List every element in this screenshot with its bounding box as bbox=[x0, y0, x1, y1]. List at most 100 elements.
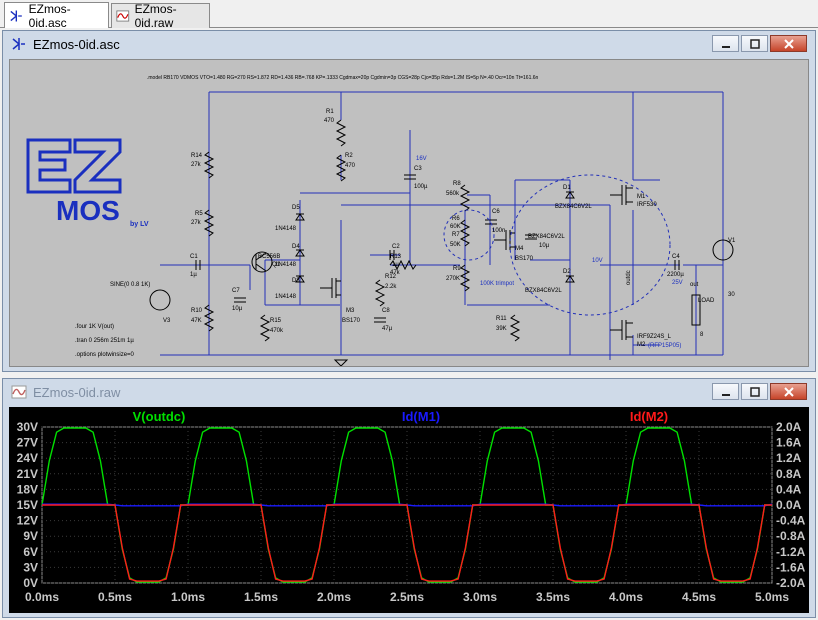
load-value[interactable]: 8 bbox=[700, 332, 704, 338]
d5-value[interactable]: 1N4148 bbox=[275, 226, 297, 232]
dz-value[interactable]: BZX84C6V2L bbox=[528, 234, 565, 240]
q1-transistor[interactable] bbox=[251, 251, 273, 273]
c6-label[interactable]: C6 bbox=[492, 209, 500, 215]
m3-label[interactable]: M3 bbox=[346, 308, 355, 314]
d1-label[interactable]: D1 bbox=[563, 185, 571, 191]
v3-sine[interactable]: SINE(0 0.8 1K) bbox=[110, 282, 150, 288]
d2-diode[interactable] bbox=[565, 275, 575, 283]
c8-capacitor[interactable] bbox=[374, 317, 386, 323]
c1-label[interactable]: C1 bbox=[190, 254, 198, 260]
c8-value[interactable]: 47µ bbox=[382, 326, 393, 332]
m3-value[interactable]: BS170 bbox=[342, 318, 361, 324]
r2-resistor[interactable] bbox=[335, 154, 347, 182]
r1-value[interactable]: 470 bbox=[324, 118, 335, 124]
v1-label[interactable]: V1 bbox=[728, 238, 736, 244]
four-directive[interactable]: .four 1K V(out) bbox=[75, 324, 114, 330]
r2-label[interactable]: R2 bbox=[345, 153, 353, 159]
r13-value[interactable]: 47k bbox=[390, 270, 401, 276]
r9-resistor[interactable] bbox=[459, 264, 471, 292]
d4-diode[interactable] bbox=[295, 249, 305, 257]
r6-value[interactable]: 60K bbox=[450, 224, 461, 230]
r14-resistor[interactable] bbox=[203, 151, 215, 179]
c3-label[interactable]: C3 bbox=[414, 166, 422, 172]
c4-value[interactable]: 2200µ bbox=[667, 272, 684, 278]
r9-label[interactable]: R9 bbox=[453, 266, 461, 272]
c6-value[interactable]: 100n bbox=[492, 228, 505, 234]
r12-value[interactable]: 2.2k bbox=[385, 284, 397, 290]
r15-resistor[interactable] bbox=[259, 314, 271, 342]
schematic-drawing[interactable]: .model RB170 VDMOS VTO=1.480 RG=270 RS=1… bbox=[10, 60, 810, 367]
c7-value[interactable]: 10µ bbox=[232, 306, 243, 312]
m2-alt[interactable]: (RFP15P05) bbox=[648, 343, 681, 349]
load-label[interactable]: LOAD bbox=[698, 298, 715, 304]
r8-value[interactable]: 560k bbox=[446, 191, 460, 197]
r2-value[interactable]: 470 bbox=[345, 163, 356, 169]
c5-capacitor[interactable] bbox=[525, 234, 537, 240]
m1-mosfet[interactable] bbox=[610, 185, 633, 205]
r12-label[interactable]: R12 bbox=[385, 274, 397, 280]
r1-label[interactable]: R1 bbox=[326, 109, 334, 115]
m1-value[interactable]: IRF530 bbox=[637, 202, 657, 208]
m3-mosfet[interactable] bbox=[320, 278, 341, 298]
r5-label[interactable]: R5 bbox=[195, 211, 203, 217]
load-resistor[interactable] bbox=[691, 294, 701, 326]
q1-value[interactable]: BC556B bbox=[258, 254, 280, 260]
r15-value[interactable]: 470k bbox=[270, 328, 284, 334]
d3-value[interactable]: 1N4148 bbox=[275, 294, 297, 300]
r7-label[interactable]: R7 bbox=[452, 232, 460, 238]
r13-label[interactable]: R13 bbox=[390, 254, 402, 260]
r10-resistor[interactable] bbox=[203, 304, 215, 332]
r1-resistor[interactable] bbox=[335, 119, 347, 147]
c8-label[interactable]: C8 bbox=[382, 308, 390, 314]
d4-value[interactable]: 1N4148 bbox=[275, 262, 297, 268]
m2-mosfet[interactable] bbox=[610, 320, 633, 340]
schematic-window-titlebar[interactable]: EZmos-0id.asc bbox=[3, 31, 815, 57]
r11-value[interactable]: 39K bbox=[496, 326, 507, 332]
net-10v[interactable]: 10V bbox=[592, 258, 603, 264]
net-16v[interactable]: 16V bbox=[416, 156, 427, 162]
r6-label[interactable]: R6 bbox=[452, 216, 460, 222]
c2-capacitor[interactable] bbox=[389, 250, 395, 260]
d2-value[interactable]: BZX84C6V2L bbox=[525, 288, 562, 294]
m2-value[interactable]: IRF9Z24S_L bbox=[637, 334, 672, 340]
d1-diode[interactable] bbox=[565, 191, 575, 199]
r7-value[interactable]: 50K bbox=[450, 242, 461, 248]
c5-value[interactable]: 10µ bbox=[539, 243, 550, 249]
d2-label[interactable]: D2 bbox=[563, 269, 571, 275]
schematic-canvas[interactable]: .model RB170 VDMOS VTO=1.480 RG=270 RS=1… bbox=[9, 59, 809, 367]
r10-label[interactable]: R10 bbox=[191, 308, 203, 314]
r11-label[interactable]: R11 bbox=[496, 316, 507, 322]
r5-value[interactable]: 27k bbox=[191, 220, 202, 226]
v3-label[interactable]: V3 bbox=[163, 318, 171, 324]
tran-directive[interactable]: .tran 0 256m 251m 1µ bbox=[75, 338, 134, 344]
r9-value[interactable]: 270K bbox=[446, 276, 460, 282]
d4-label[interactable]: D4 bbox=[292, 244, 300, 250]
r6-resistor[interactable] bbox=[459, 219, 471, 247]
tab-schematic[interactable]: EZmos-0id.asc bbox=[4, 2, 109, 30]
c2-value[interactable]: 1µ bbox=[392, 262, 399, 268]
v1-source[interactable] bbox=[712, 239, 734, 261]
v3-source[interactable] bbox=[149, 289, 171, 311]
c7-label[interactable]: C7 bbox=[232, 288, 240, 294]
tab-waveform[interactable]: EZmos-0id.raw bbox=[111, 2, 210, 30]
r10-value[interactable]: 47K bbox=[191, 318, 202, 324]
r8-label[interactable]: R8 bbox=[453, 181, 461, 187]
close-button[interactable] bbox=[770, 35, 807, 52]
m4-value[interactable]: BS170 bbox=[515, 256, 534, 262]
r14-value[interactable]: 27k bbox=[191, 162, 202, 168]
r15-label[interactable]: R15 bbox=[270, 318, 282, 324]
d1-value[interactable]: BZX84C6V2L bbox=[555, 204, 592, 210]
m1-label[interactable]: M1 bbox=[637, 194, 646, 200]
c4-rating[interactable]: 25V bbox=[672, 280, 683, 286]
r5-resistor[interactable] bbox=[203, 209, 215, 237]
d5-diode[interactable] bbox=[295, 213, 305, 221]
c7-capacitor[interactable] bbox=[234, 297, 246, 303]
d3-diode[interactable] bbox=[295, 275, 305, 283]
net-out[interactable]: out bbox=[690, 282, 699, 288]
waveform-window-titlebar[interactable]: EZmos-0id.raw bbox=[3, 379, 815, 405]
minimize-button[interactable] bbox=[712, 383, 739, 400]
q1-label[interactable]: Q1 bbox=[272, 262, 281, 268]
c2-label[interactable]: C2 bbox=[392, 244, 400, 250]
